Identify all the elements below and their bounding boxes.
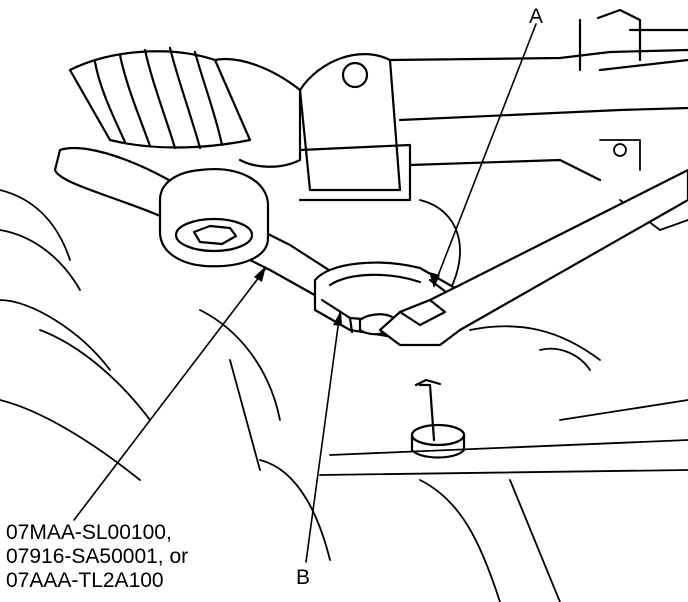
gearbox-housing [298, 8, 688, 202]
tool-part-number-2: 07916-SA50001, or [6, 545, 189, 568]
special-tool [53, 146, 362, 314]
rack-boot [68, 46, 302, 168]
stud-bolt [410, 378, 466, 459]
tool-part-numbers: 07MAA-SL00100, 07916-SA50001, or 07AAA-T… [6, 521, 188, 593]
subframe [0, 139, 688, 602]
tool-part-number-1: 07MAA-SL00100, [6, 521, 172, 544]
tool-part-number-3: 07AAA-TL2A100 [6, 569, 164, 592]
wrench [378, 168, 688, 347]
leader-arrowheads [254, 266, 440, 326]
callout-b: B [296, 566, 311, 589]
callout-a: A [529, 5, 544, 28]
leader-lines [73, 23, 537, 563]
